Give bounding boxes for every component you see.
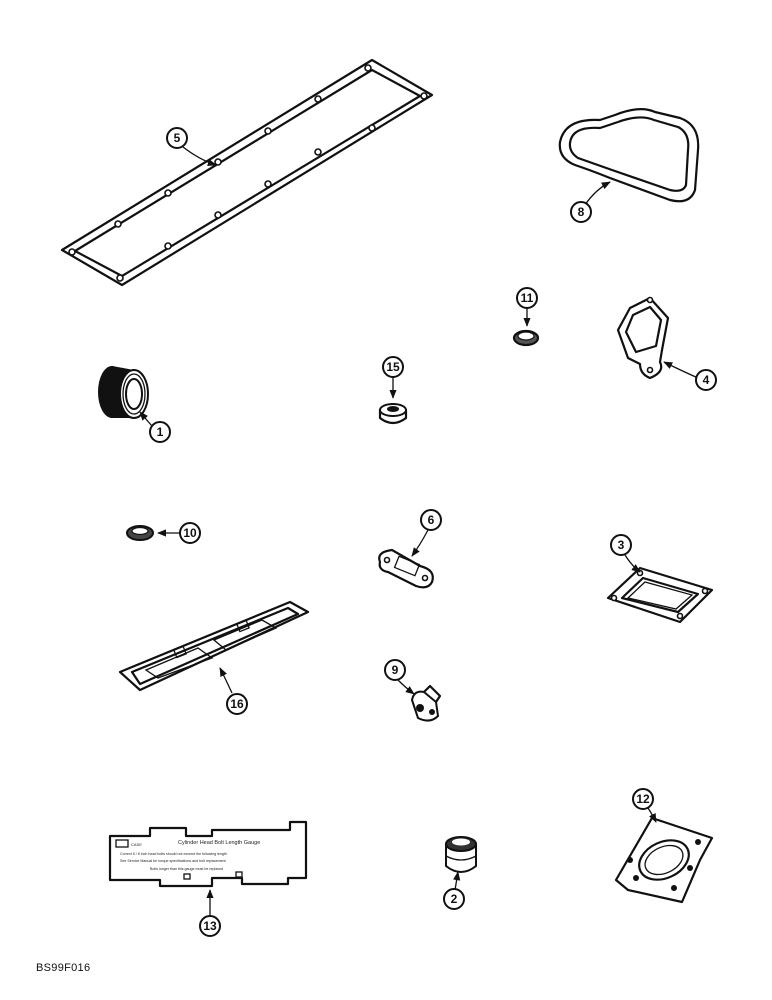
svg-text:2: 2: [451, 892, 458, 906]
part-15-plug: [378, 403, 408, 425]
part-13-bolt-gauge-decal: CASE Cylinder Head Bolt Length Gauge Cor…: [108, 820, 308, 888]
part-9-clip: [410, 684, 442, 722]
part-8-rocker-cover-gasket: [558, 108, 700, 203]
svg-text:16: 16: [230, 697, 244, 711]
callout-4: 4: [695, 369, 717, 391]
svg-text:CASE: CASE: [131, 842, 142, 847]
part-10-seal: [126, 525, 154, 541]
svg-text:3: 3: [618, 538, 625, 552]
svg-text:6: 6: [428, 513, 435, 527]
part-1-seal: [98, 366, 149, 419]
callout-16: 16: [226, 693, 248, 715]
part-16-manifold-gasket: [118, 600, 310, 692]
callout-9: 9: [384, 659, 406, 681]
decal-line-2: See Service Manual for torque specificat…: [120, 859, 226, 863]
svg-text:15: 15: [386, 360, 400, 374]
callout-12: 12: [632, 788, 654, 810]
callout-13: 13: [199, 915, 221, 937]
part-4-thermostat-gasket: [616, 296, 670, 380]
svg-text:13: 13: [203, 919, 217, 933]
svg-text:5: 5: [174, 131, 181, 145]
callout-1: 1: [149, 421, 171, 443]
decal-line-1: Correct 5 / 8 inch head bolts should not…: [120, 852, 227, 856]
part-3-square-gasket: [606, 566, 714, 624]
svg-text:11: 11: [521, 291, 534, 305]
part-12-exhaust-gasket: [614, 816, 714, 904]
part-5-valve-cover-gasket: [60, 58, 434, 287]
part-11-seal: [512, 329, 540, 347]
svg-text:1: 1: [157, 425, 164, 439]
callout-6: 6: [420, 509, 442, 531]
svg-text:4: 4: [703, 373, 710, 387]
svg-text:12: 12: [636, 792, 650, 806]
part-6-gasket: [378, 548, 434, 589]
figure-code: BS99F016: [36, 962, 91, 974]
callout-10: 10: [179, 522, 201, 544]
callout-2: 2: [443, 888, 465, 910]
callout-8: 8: [570, 201, 592, 223]
part-2-cup-plug: [445, 836, 477, 873]
callout-5: 5: [166, 127, 188, 149]
svg-text:9: 9: [392, 663, 399, 677]
callout-3: 3: [610, 534, 632, 556]
svg-text:10: 10: [183, 526, 197, 540]
decal-line-3: Bolts longer than this gauge must be rep…: [150, 867, 223, 871]
callout-15: 15: [382, 356, 404, 378]
decal-title: Cylinder Head Bolt Length Gauge: [178, 840, 260, 846]
svg-text:8: 8: [578, 205, 585, 219]
callout-11: 11: [516, 287, 538, 309]
